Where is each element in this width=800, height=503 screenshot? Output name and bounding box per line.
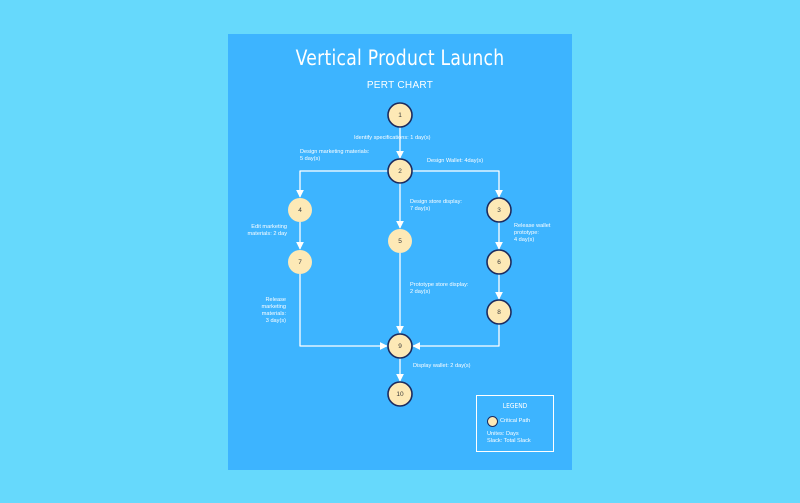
nodes-layer: 1 2 3 4 5 6 7 8 9 10 [288, 102, 512, 407]
label-design-wallet: Design Wallet: 4day(s) [427, 158, 484, 164]
label-release-marketing-3: materials: [261, 311, 286, 317]
label-release-prototype-3: 4 day(s) [514, 237, 535, 243]
label-design-marketing-2: 5 day(s) [300, 156, 321, 162]
node-circle-6 [486, 249, 512, 275]
node-label-2: 2 [398, 168, 402, 175]
label-prototype-store-1: Prototype store display: [410, 282, 469, 288]
node-6: 6 [486, 249, 512, 275]
label-edit-marketing-1: Edit marketing [251, 224, 287, 230]
label-release-marketing-2: marketing [261, 304, 286, 310]
node-label-3: 3 [497, 207, 501, 214]
node-2: 2 [387, 158, 413, 184]
node-circle-3 [486, 197, 512, 223]
label-release-prototype-1: Release wallet [514, 223, 551, 229]
node-circle-5 [388, 229, 412, 253]
chart-title: Vertical Product Launch [295, 46, 505, 70]
node-label-10: 10 [396, 391, 404, 398]
critical-path-swatch [487, 416, 498, 427]
label-design-marketing-1: Design marketing materials: [300, 149, 370, 155]
node-label-6: 6 [497, 259, 501, 266]
chart-subtitle: PERT CHART [366, 80, 434, 91]
node-4: 4 [288, 198, 312, 222]
node-circle-4 [288, 198, 312, 222]
node-circle-10 [387, 381, 413, 407]
node-label-4: 4 [298, 207, 302, 214]
label-design-store-1: Design store display: [410, 199, 462, 205]
legend-title: LEGEND [502, 402, 528, 410]
node-circle-9 [387, 333, 413, 359]
node-circle-8 [486, 299, 512, 325]
edges-layer [296, 127, 503, 382]
node-label-5: 5 [398, 238, 402, 245]
node-circle-1 [387, 102, 413, 128]
label-identify-specifications: Identify specifications: 1 day(s) [354, 135, 431, 141]
label-release-prototype-2: prototype: [514, 230, 539, 236]
edge-2-4 [296, 170, 388, 198]
legend-units: Unites: Days [487, 431, 519, 437]
node-8: 8 [486, 299, 512, 325]
legend-critical-path: Critical Path [500, 418, 531, 424]
node-label-7: 7 [298, 259, 302, 266]
edge-2-3 [412, 170, 503, 198]
legend-box: LEGEND Critical Path Unites: Days Slack:… [476, 395, 554, 452]
node-label-9: 9 [398, 343, 402, 350]
legend-slack: Slack: Total Slack [487, 438, 531, 444]
pert-diagram: 1 2 3 4 5 6 7 8 9 10 [288, 102, 512, 407]
node-9: 9 [387, 333, 413, 359]
node-3: 3 [486, 197, 512, 223]
label-release-marketing-1: Release [265, 297, 286, 303]
node-5: 5 [388, 229, 412, 253]
label-prototype-store-2: 2 day(s) [410, 289, 431, 295]
label-display-wallet: Display wallet: 2 day(s) [413, 363, 471, 369]
node-1: 1 [387, 102, 413, 128]
node-7: 7 [288, 250, 312, 274]
node-circle-2 [387, 158, 413, 184]
node-label-1: 1 [398, 112, 402, 119]
node-10: 10 [387, 381, 413, 407]
label-release-marketing-4: 3 day(s) [265, 318, 286, 324]
node-label-8: 8 [497, 309, 501, 316]
label-edit-marketing-2: materials: 2 day [247, 231, 287, 237]
label-design-store-2: 7 day(s) [410, 206, 431, 212]
edge-8-9 [412, 324, 500, 350]
node-circle-7 [288, 250, 312, 274]
edge-7-9 [299, 274, 388, 350]
pert-chart-poster: Vertical Product Launch PERT CHART 1 2 3 4 5… [228, 34, 572, 470]
